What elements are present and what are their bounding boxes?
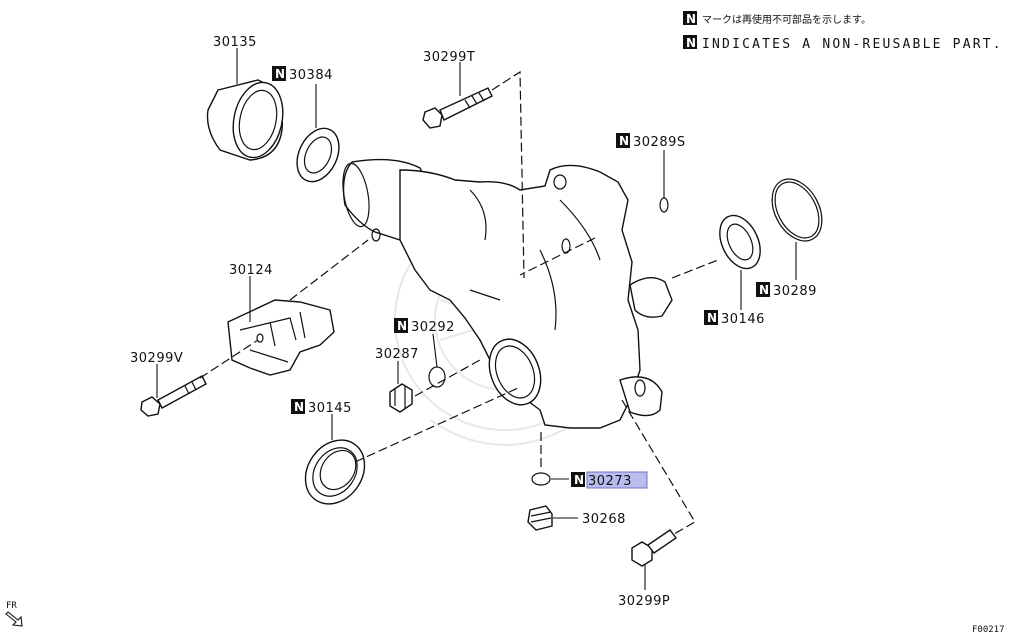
leader-lines xyxy=(156,48,797,590)
part-number: 30145 xyxy=(308,401,352,416)
non-reusable-marker xyxy=(616,133,630,148)
part-number: 30299V xyxy=(130,351,183,366)
assembly-lines xyxy=(199,70,719,535)
part-label-30292[interactable]: N 30292 xyxy=(394,318,455,335)
non-reusable-marker-letter: N xyxy=(707,311,717,325)
bracket-30124[interactable] xyxy=(227,299,335,376)
bolt-30299V[interactable] xyxy=(140,375,207,417)
non-reusable-marker xyxy=(756,282,770,297)
oil-seal-30146[interactable] xyxy=(712,209,768,275)
part-number: 30124 xyxy=(229,263,273,278)
non-reusable-marker xyxy=(272,66,286,81)
legend-n-symbol-1 xyxy=(683,11,697,25)
o-ring-30289[interactable] xyxy=(762,171,832,250)
orientation-indicator: FR xyxy=(5,601,23,627)
part-label-30287[interactable]: 30287 xyxy=(375,347,419,362)
part-label-30124[interactable]: 30124 xyxy=(229,263,273,278)
sleeve-30135[interactable] xyxy=(206,78,290,162)
orientation-label: FR xyxy=(6,601,17,611)
part-label-30135[interactable]: 30135 xyxy=(213,35,257,50)
transfer-case-housing[interactable] xyxy=(339,158,673,429)
non-reusable-marker-letter: N xyxy=(619,134,629,148)
figure-code: F00217 xyxy=(972,625,1005,634)
part-number: 30273 xyxy=(588,474,632,489)
part-label-30145[interactable]: N 30145 xyxy=(291,399,352,416)
legend: N マークは再使用不可部品を示します。 N INDICATES A NON-RE… xyxy=(683,11,1003,52)
bolt-30299T[interactable] xyxy=(422,87,493,129)
part-number: 30292 xyxy=(411,320,455,335)
part-label-30146[interactable]: N 30146 xyxy=(704,310,765,327)
plug-30268[interactable] xyxy=(527,505,553,531)
part-label-30299v[interactable]: 30299V xyxy=(130,351,183,366)
oil-seal-30145[interactable] xyxy=(293,429,376,516)
gasket-30273[interactable] xyxy=(531,472,551,486)
non-reusable-marker-letter: N xyxy=(294,400,304,414)
non-reusable-marker-letter: N xyxy=(275,67,285,81)
legend-n-letter-2: N xyxy=(686,36,696,50)
non-reusable-marker xyxy=(291,399,305,414)
part-label-30273[interactable]: N 30273 xyxy=(571,471,648,489)
o-ring-30289S[interactable] xyxy=(659,197,669,213)
non-reusable-marker-letter: N xyxy=(759,283,769,297)
part-number: 30289 xyxy=(773,284,817,299)
legend-n-letter-1: N xyxy=(686,12,696,26)
legend-n-symbol-2 xyxy=(683,35,697,49)
plug-30287[interactable] xyxy=(389,383,413,413)
part-number: 30135 xyxy=(213,35,257,50)
part-number: 30146 xyxy=(721,312,765,327)
part-label-30384[interactable]: N 30384 xyxy=(272,66,333,83)
part-number: 30289S xyxy=(633,135,686,150)
non-reusable-marker-letter: N xyxy=(574,473,584,487)
part-label-30289[interactable]: N 30289 xyxy=(756,282,817,299)
oil-seal-30384[interactable] xyxy=(289,122,347,189)
highlight-box xyxy=(586,471,648,489)
non-reusable-marker xyxy=(571,472,585,487)
part-number: 30299T xyxy=(423,50,475,65)
part-label-30299p[interactable]: 30299P xyxy=(618,594,670,609)
part-label-30268[interactable]: 30268 xyxy=(582,512,626,527)
part-number: 30287 xyxy=(375,347,419,362)
non-reusable-marker xyxy=(704,310,718,325)
part-number: 30268 xyxy=(582,512,626,527)
non-reusable-marker-letter: N xyxy=(397,319,407,333)
part-number: 30384 xyxy=(289,68,333,83)
non-reusable-marker xyxy=(394,318,408,333)
bolt-30299P[interactable] xyxy=(631,529,677,567)
legend-english-text: INDICATES A NON-REUSABLE PART. xyxy=(702,37,1003,52)
part-label-30289s[interactable]: N 30289S xyxy=(616,133,686,150)
front-arrow-icon xyxy=(5,611,23,627)
gasket-30292[interactable] xyxy=(428,366,446,388)
part-number: 30299P xyxy=(618,594,670,609)
legend-japanese-text: マークは再使用不可部品を示します。 xyxy=(702,13,871,26)
part-label-30299t[interactable]: 30299T xyxy=(423,50,475,65)
